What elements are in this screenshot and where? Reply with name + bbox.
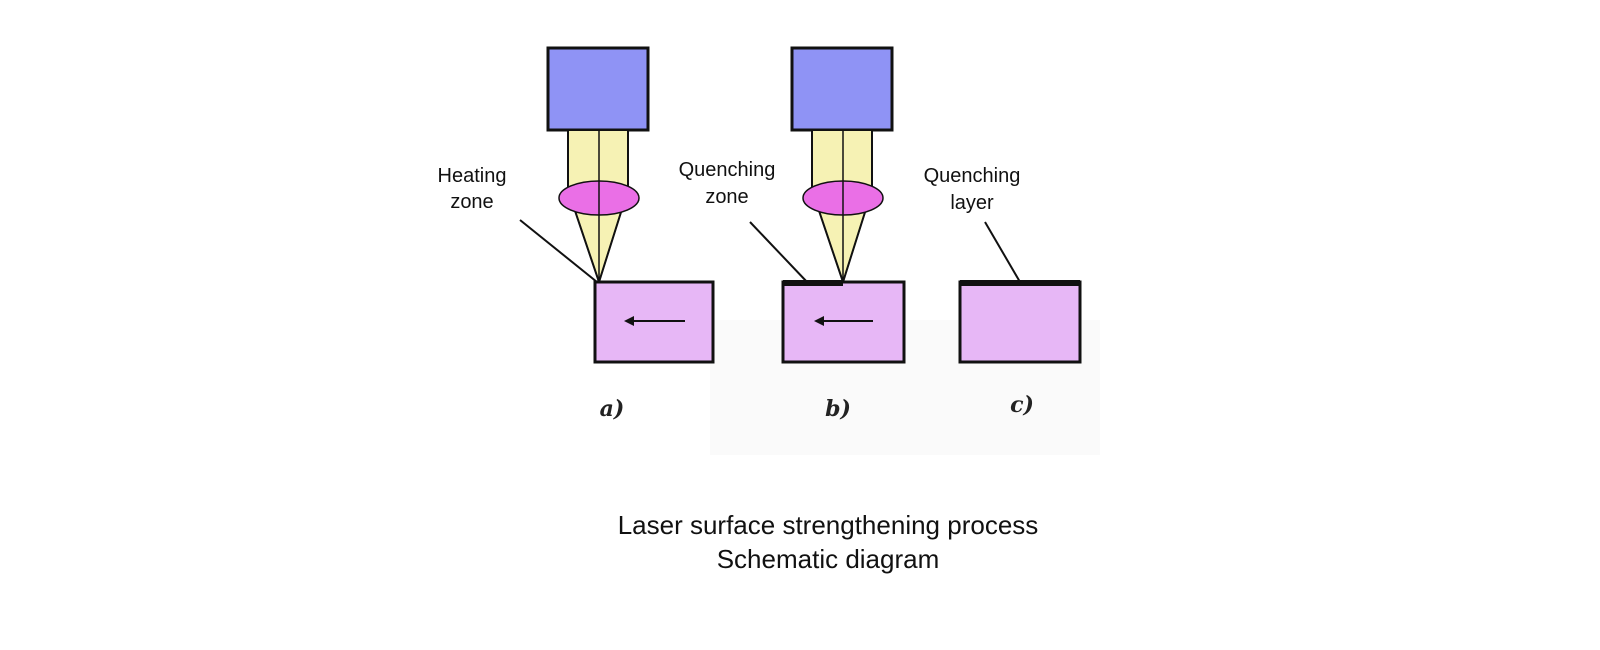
- label-heating-zone-line2: zone: [450, 191, 493, 213]
- panel-b: Quenching zone b): [679, 46, 906, 422]
- panel-label-a: a): [600, 396, 625, 422]
- panel-a: Heating zone a): [438, 46, 715, 422]
- caption-line2: Schematic diagram: [717, 544, 940, 574]
- label-heating-zone-line1: Heating: [438, 165, 507, 187]
- workpiece-c: [958, 280, 1082, 364]
- workpiece-b: [781, 280, 906, 364]
- label-quenching-zone-line1: Quenching: [679, 159, 776, 181]
- panel-label-b: b): [825, 396, 851, 422]
- motion-arrowhead-a: [624, 316, 634, 326]
- label-quenching-zone-line2: zone: [705, 186, 748, 208]
- caption-line1: Laser surface strengthening process: [618, 510, 1039, 540]
- laser-head-b: [790, 46, 894, 132]
- motion-arrowhead-b: [814, 316, 824, 326]
- label-quenching-layer-line1: Quenching: [924, 165, 1021, 187]
- panel-c: Quenching layer c): [924, 165, 1082, 418]
- leader-heating-zone: [519, 219, 598, 283]
- leader-quenching-layer: [984, 221, 1021, 283]
- leader-quenching-zone: [749, 221, 809, 284]
- laser-head-a: [546, 46, 650, 132]
- label-quenching-layer-line2: layer: [950, 192, 994, 214]
- panel-label-c: c): [1010, 392, 1034, 418]
